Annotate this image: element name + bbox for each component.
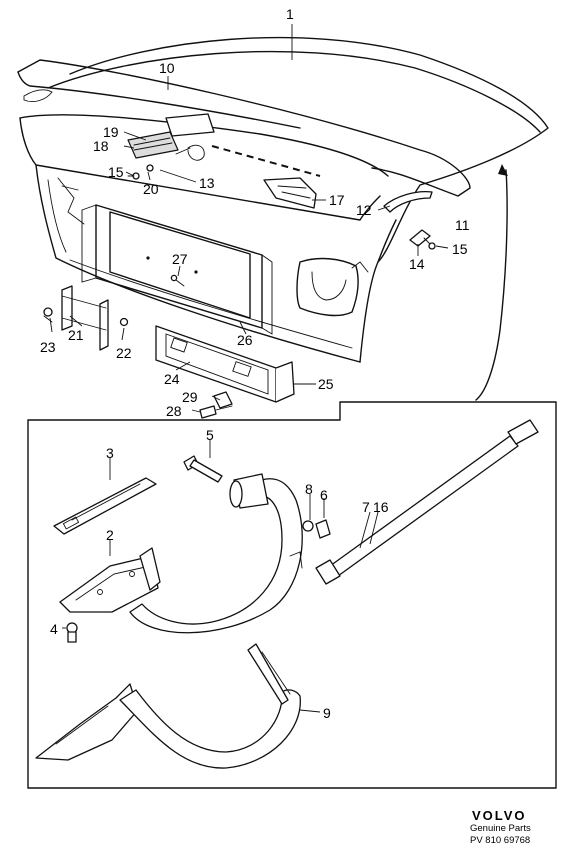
side-marker-light xyxy=(263,177,317,209)
brand-name: VOLVO xyxy=(472,808,527,823)
part-3-plate xyxy=(53,477,157,535)
callout-13: 13 xyxy=(199,175,215,191)
callout-24: 24 xyxy=(164,371,180,387)
trunk-lid xyxy=(17,36,549,363)
callout-12: 12 xyxy=(356,202,372,218)
callout-7: 7 xyxy=(362,499,370,515)
reference-arrow xyxy=(475,169,508,401)
license-plate-recess xyxy=(81,204,273,335)
hinge-arm xyxy=(129,473,303,634)
callout-15-top: 15 xyxy=(108,164,124,180)
callout-17: 17 xyxy=(329,192,345,208)
callout-3: 3 xyxy=(106,445,114,461)
footer-brand-block: VOLVO Genuine Parts PV 810 69768 xyxy=(470,808,531,847)
washer-and-nut xyxy=(302,519,331,539)
callout-4: 4 xyxy=(50,621,58,637)
callout-1: 1 xyxy=(286,6,294,22)
callout-2: 2 xyxy=(106,527,114,543)
callout-16: 16 xyxy=(373,499,389,515)
callout-14: 14 xyxy=(409,256,425,272)
brake-light-assembly xyxy=(127,113,215,161)
part-4-bolt xyxy=(66,622,78,643)
part-27-screw xyxy=(170,274,185,287)
license-plate-holder xyxy=(155,325,295,403)
callout-9: 9 xyxy=(323,705,331,721)
clip-assembly xyxy=(409,229,436,250)
callout-10: 10 xyxy=(159,60,175,76)
callout-15-right: 15 xyxy=(452,241,468,257)
plate-bracket xyxy=(43,285,129,351)
callout-29: 29 xyxy=(182,389,198,405)
diagram-reference-number: PV 810 69768 xyxy=(470,835,531,846)
callout-18: 18 xyxy=(93,138,109,154)
callout-21: 21 xyxy=(68,327,84,343)
callout-22: 22 xyxy=(116,345,132,361)
callout-19: 19 xyxy=(103,124,119,140)
callout-20: 20 xyxy=(143,181,159,197)
callout-11: 11 xyxy=(455,217,470,233)
gas-strut xyxy=(315,419,539,585)
plate-fasteners xyxy=(199,391,233,419)
callout-23: 23 xyxy=(40,339,56,355)
arrow-head xyxy=(498,164,508,176)
wire-path-dashed xyxy=(211,145,321,177)
callout-6: 6 xyxy=(320,487,328,503)
callout-28: 28 xyxy=(166,403,182,419)
part-12-trim xyxy=(383,190,433,213)
genuine-parts-label: Genuine Parts xyxy=(470,823,531,834)
part-5-bolt xyxy=(183,455,223,483)
callout-5: 5 xyxy=(206,427,214,443)
detail-frame xyxy=(27,401,557,789)
callout-26: 26 xyxy=(237,332,253,348)
leader-lines xyxy=(49,24,449,713)
callout-27: 27 xyxy=(172,251,188,267)
callout-8: 8 xyxy=(305,481,313,497)
part-2-bracket xyxy=(59,547,161,613)
part-9-hinge xyxy=(35,643,301,769)
callout-25: 25 xyxy=(318,376,334,392)
